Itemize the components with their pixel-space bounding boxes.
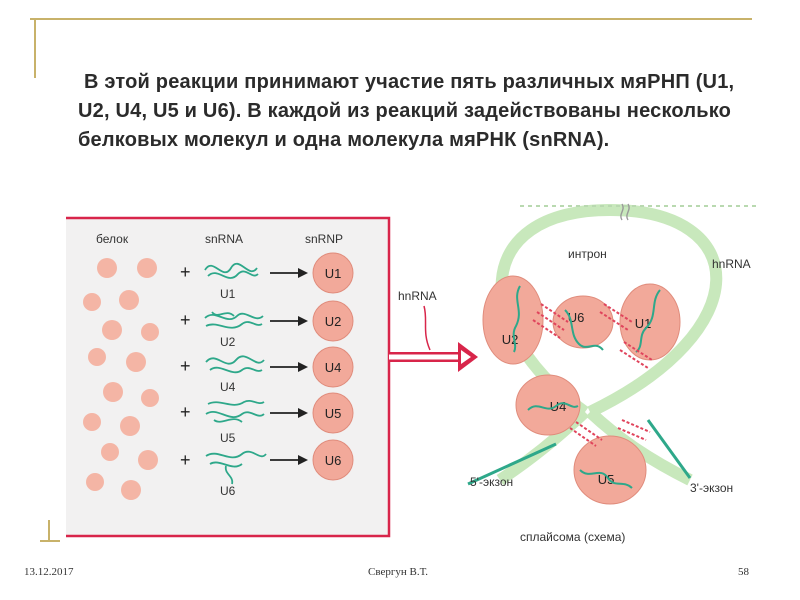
snrna-label: U2 [220,335,236,349]
header-protein: белок [96,232,129,246]
snrnp-label: U4 [325,360,342,375]
break-mark [620,203,630,221]
plus-sign: + [180,262,191,282]
spliceosome-scheme: интрон hnRNA U2 U6 U1 U4 U5 [467,203,760,544]
row-u1: + U1 U1 [180,252,354,301]
particle-u5-label: U5 [598,472,615,487]
plus-sign: + [180,402,191,422]
snrna-label: U1 [220,287,236,301]
particle-u5 [573,435,647,505]
base-pairing [532,303,653,447]
snrna-label: U5 [220,431,236,445]
particle-u2 [482,275,544,365]
snrna-squiggle [204,311,264,329]
plus-sign: + [180,310,191,330]
bottom-rule [40,540,60,542]
snrnp-label: U1 [325,266,342,281]
top-rule [30,18,752,20]
header-snrna: snRNA [205,232,243,246]
particle-u6 [552,295,614,349]
snrna-label: U4 [220,380,236,394]
row-u4: + U4 U4 [180,346,354,394]
particle-u4-label: U4 [550,399,567,414]
snrnp-label: U5 [325,406,342,421]
row-u2: + U2 U2 [180,300,354,349]
row-u6: + U6 U6 [180,439,354,498]
particle-u4 [515,374,581,436]
footer-page-number: 58 [738,566,749,578]
spliceosome-label: сплайсома (схема) [520,530,625,544]
intron-label: интрон [568,247,607,261]
snrnp-label: U6 [325,453,342,468]
panel-frame [66,216,391,538]
snrna-squiggle [205,450,267,485]
header-snrnp: snRNP [305,232,343,246]
snrna-label: U6 [220,484,236,498]
flow-arrow: hnRNA [389,289,478,372]
row-u5: + U5 U5 [180,392,354,445]
left-rule [34,18,36,78]
bottom-left-rule [48,520,50,542]
plus-sign: + [180,356,191,376]
exon3-label: 3'-экзон [690,481,733,495]
snrna-squiggle [205,399,265,423]
hnrna-arrow-label: hnRNA [398,289,437,303]
snrnp-assembly-panel: белок snRNA snRNP + U1 U1 + U2 [66,216,391,538]
plus-sign: + [180,450,191,470]
exon5-label: 5'-экзон [470,475,513,489]
snrna-strands [467,285,692,489]
protein-blobs [83,258,159,500]
hnrna-pointer [423,305,431,351]
footer-date: 13.12.2017 [24,566,74,578]
snrnp-label: U2 [325,314,342,329]
body-text: В этой реакции принимают участие пять ра… [78,71,735,151]
footer-author: Свергун В.Т. [368,566,428,578]
snrna-squiggle [205,355,265,374]
snrna-squiggle [204,262,259,279]
hnrna-right-label: hnRNA [712,257,751,271]
